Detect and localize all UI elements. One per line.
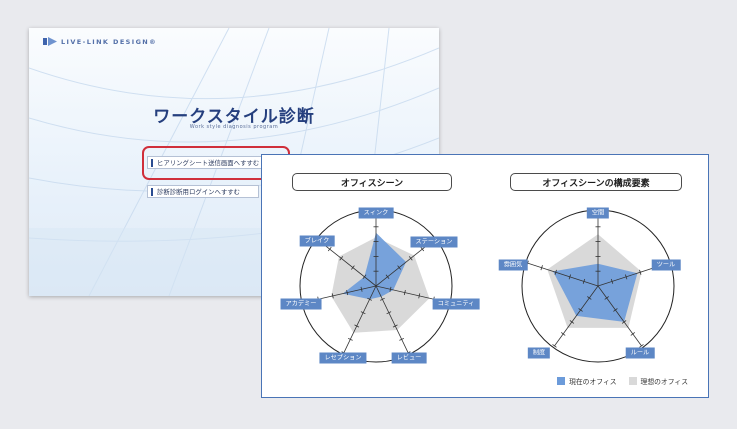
chart-card: オフィスシーン オフィスシーンの構成要素 スィンク ステーション コミュニティ … (261, 154, 709, 398)
radar-tick (386, 311, 392, 315)
radar-tick (604, 296, 609, 300)
radar-spoke (343, 285, 377, 353)
axis-label-atmosphere: 雰囲気 (498, 259, 528, 271)
legend-ideal: 理想のオフィス (628, 376, 688, 386)
legend-swatch-current (557, 377, 566, 385)
radar-tick (613, 308, 618, 312)
radar-tick (385, 274, 390, 279)
radar-tick (552, 344, 557, 348)
app-subtitle: Work style diagnosis program (189, 124, 279, 130)
radar-charts (299, 209, 675, 363)
radar-tick (582, 278, 586, 284)
legend-current: 現在のオフィス (557, 376, 617, 386)
legend-label-ideal: 理想のオフィス (640, 378, 688, 386)
radar-spoke (527, 262, 599, 287)
axis-label-community: コミュニティ (432, 298, 480, 310)
radar-tick (568, 274, 571, 280)
axis-label-break: ブレイク (299, 235, 335, 247)
radar-tick (578, 308, 583, 312)
radar-tick (339, 256, 344, 261)
radar-tick (554, 269, 557, 275)
axis-label-tool: ツール (651, 259, 681, 271)
radar-spoke (375, 239, 435, 287)
chart-legend: 現在のオフィス 理想のオフィス (557, 376, 688, 386)
radar-tick (389, 286, 392, 292)
radar-tick (362, 274, 367, 279)
axis-label-reception: レセプション (319, 352, 367, 364)
axis-label-system: 制度 (527, 347, 551, 359)
radar-tick (360, 311, 366, 315)
legend-label-current: 現在のオフィス (569, 378, 617, 386)
radar-spoke (597, 285, 642, 347)
legend-swatch-ideal (628, 377, 637, 385)
radar-tick (367, 297, 372, 301)
app-title: ワークスタイル診断 (153, 107, 315, 127)
hearing-sheet-button[interactable]: ヒアリングシート送信画面へすすむ (147, 156, 289, 169)
brand-name: LIVE-LINK DESIGN® (61, 37, 158, 46)
radar-tick (408, 256, 413, 261)
chart-title-scene: オフィスシーン (292, 173, 452, 191)
radar-tick (587, 296, 592, 300)
radar-tick (331, 293, 334, 299)
radar-tick (380, 297, 385, 301)
brand-logo: LIVE-LINK DESIGN® (43, 37, 157, 46)
axis-label-space: 空間 (586, 207, 610, 219)
axis-label-rule: ルール (625, 347, 655, 359)
radar-tick (560, 332, 566, 336)
radar-tick (639, 344, 644, 348)
radar-spoke (317, 239, 377, 287)
axis-label-review: レビュー (391, 352, 427, 364)
radar-tick (540, 265, 543, 271)
radar-tick (392, 324, 398, 328)
series-current-polygon (342, 232, 407, 300)
radar-tick (639, 269, 642, 275)
axis-label-academy: アカデミー (280, 298, 322, 310)
radar-tick (350, 265, 355, 270)
chart-title-elements: オフィスシーンの構成要素 (510, 173, 682, 191)
radar-tick (569, 320, 575, 324)
radar-tick (610, 278, 614, 284)
radar-tick (346, 290, 349, 296)
logo-icon (43, 37, 57, 46)
radar-tick (360, 286, 363, 292)
axis-label-think: スィンク (358, 207, 394, 219)
radar-tick (403, 290, 406, 296)
radar-tick (397, 265, 402, 270)
radar-tick (399, 337, 405, 341)
radar-tick (354, 324, 360, 328)
axis-label-station: ステーション (410, 236, 458, 248)
radar-tick (630, 332, 636, 336)
radar-tick (625, 274, 628, 280)
radar-tick (327, 246, 332, 252)
radar-tick (621, 320, 627, 324)
radar-spoke (375, 285, 409, 353)
radar-tick (418, 293, 421, 299)
radar-tick (420, 246, 425, 252)
admin-login-button[interactable]: 診断診断用ログインへすすむ (147, 185, 259, 198)
radar-tick (347, 337, 353, 341)
radar-spoke (554, 285, 599, 347)
